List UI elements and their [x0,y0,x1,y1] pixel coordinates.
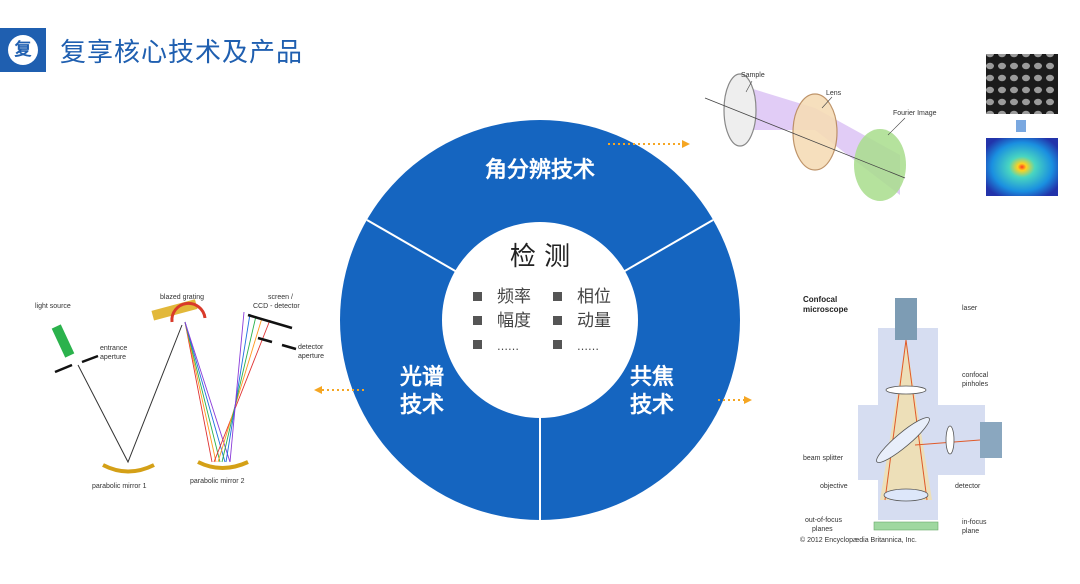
confocal-title-2: microscope [803,305,848,314]
confocal-diagram: Confocal microscope laser confocal pinho… [800,295,1002,544]
center-list: 频率 幅度 …… 相位 动量 …… [473,287,611,353]
label-pinholes-1: confocal [962,372,989,379]
connector-arrows [314,140,752,404]
label-laser: laser [962,305,978,312]
fourier-optics-diagram: Sample Lens Fourier Image [704,72,937,201]
bullet-icon [553,316,562,325]
center-right-item-2: 动量 [577,311,611,331]
label-mirror-1: parabolic mirror 1 [92,483,147,490]
parabolic-mirror-1 [102,463,155,474]
arrow-head-icon [744,396,752,404]
label-out-of-focus-2: planes [812,526,833,533]
laser-icon [895,298,917,340]
ring-label-angle-resolved: 角分辨技术 [485,157,595,183]
label-entrance-aperture-1: entrance [100,345,127,352]
lens-disc [792,93,838,171]
ring-label-confocal-line2: 技术 [630,393,674,418]
label-out-of-focus-1: out-of-focus [805,517,842,524]
center-left-item-2: 幅度 [497,311,531,331]
label-screen-2: CCD - detector [253,303,300,310]
focal-planes [873,521,939,531]
fft-image [986,138,1058,196]
logo-icon: 复 [8,35,38,65]
confocal-title-1: Confocal [803,295,837,304]
detector-icon [980,422,1002,458]
spectrometer-diagram: light source entrance aperture blazed gr… [35,294,324,490]
detector-screen [247,313,293,330]
copyright-note: © 2012 Encyclopædia Britannica, Inc. [800,536,917,544]
arrow-head-icon [682,140,690,148]
bullet-icon [553,340,562,349]
label-lens: Lens [826,90,842,97]
label-objective: objective [820,483,848,490]
sample-disc [723,73,757,147]
label-light-source: light source [35,303,71,310]
label-detector-aperture-2: aperture [298,353,324,360]
label-blazed-grating: blazed grating [160,294,204,301]
label-in-focus-2: plane [962,528,979,535]
fourier-plane [854,129,906,201]
label-pinholes-2: pinholes [962,381,989,388]
ring-label-spectro-line2: 技术 [400,393,444,418]
label-detector-aperture-1: detector [298,344,324,351]
pinhole-lens [885,385,927,395]
arrow-head-icon [314,386,322,394]
center-right-item-1: 相位 [577,287,611,307]
label-detector: detector [955,483,981,490]
down-arrow-icon [1016,120,1026,132]
beam-splitter [876,417,930,463]
center-right-item-3: …… [577,340,599,353]
bullet-icon [473,292,482,301]
bullet-icon [473,340,482,349]
bullet-icon [473,316,482,325]
center-left-item-1: 频率 [497,287,531,307]
core-ring [340,120,740,520]
label-beam-splitter: beam splitter [803,455,844,462]
logo-badge: 复 [0,28,46,72]
bullet-icon [553,292,562,301]
rotation-arrow-icon [170,301,207,323]
label-sample: Sample [741,72,765,79]
ring-label-confocal-line1: 共焦 [630,364,674,390]
center-title: 检 测 [510,242,570,272]
center-left-item-3: …… [497,340,519,353]
parabolic-mirror-2 [197,460,249,470]
label-screen-1: screen / [268,294,293,301]
ring-label-spectro-line1: 光谱 [399,364,444,390]
sem-image [986,54,1058,114]
objective-lens [883,488,929,502]
label-entrance-aperture-2: aperture [100,354,126,361]
label-mirror-2: parabolic mirror 2 [190,478,245,485]
light-source-icon [51,324,75,358]
page-title: 复享核心技术及产品 [60,38,304,68]
label-fourier-image: Fourier Image [893,110,937,117]
label-in-focus-1: in-focus [962,519,987,526]
